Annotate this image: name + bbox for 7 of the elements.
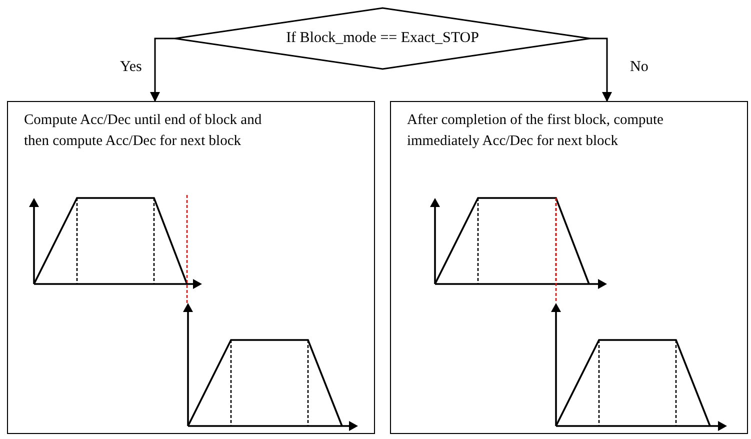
process-box (7, 101, 375, 434)
arrow (590, 38, 612, 102)
process-box (390, 101, 748, 434)
description-text: Compute Acc/Dec until end of block and then compute Acc/Dec for next block (24, 111, 263, 151)
description-text: After completion of the first block, compute immediately Acc/Dec for next block (407, 111, 664, 151)
condition-text: If Block_mode == Exact_STOP (286, 30, 479, 47)
arrow (150, 38, 175, 102)
